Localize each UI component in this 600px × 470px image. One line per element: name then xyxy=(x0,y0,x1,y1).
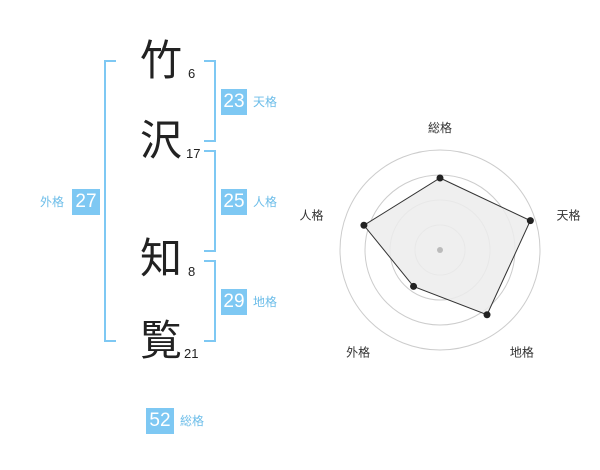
gaikaku-label: 外格 xyxy=(40,195,65,209)
radar-point-3 xyxy=(483,311,491,319)
radar-axis-label: 人格 xyxy=(300,207,323,222)
radar-point-5 xyxy=(360,221,368,229)
radar-point-4 xyxy=(410,282,418,290)
tenkaku-bracket xyxy=(204,60,216,142)
gaikaku-value-badge: 27 xyxy=(72,189,100,215)
radar-center-dot xyxy=(437,247,443,253)
stroke-count-2: 17 xyxy=(186,146,201,161)
chikaku-label: 地格 xyxy=(253,295,278,309)
stroke-count-4: 21 xyxy=(184,346,199,361)
jinkaku-label: 人格 xyxy=(253,195,278,209)
radar-axis-label: 地格 xyxy=(510,345,534,360)
jinkaku-value-badge: 25 xyxy=(221,189,247,215)
chikaku-value-badge: 29 xyxy=(221,289,247,315)
radar-axis-label: 総格 xyxy=(428,120,452,135)
name-char-2: 沢 xyxy=(140,116,183,165)
radar-grid-ring xyxy=(339,149,541,351)
name-char-4: 覧 xyxy=(140,316,183,365)
radar-axis-label: 天格 xyxy=(557,207,581,222)
stroke-count-3: 8 xyxy=(188,264,196,279)
stroke-count-1: 6 xyxy=(188,66,196,81)
radar-axis-label: 外格 xyxy=(346,345,370,360)
name-char-3: 知 xyxy=(140,234,183,283)
gaikaku-bracket xyxy=(104,60,116,342)
chikaku-bracket xyxy=(204,260,216,342)
jinkaku-bracket xyxy=(204,150,216,252)
radar-series-polygon xyxy=(363,177,532,316)
tenkaku-value-badge: 23 xyxy=(221,89,247,115)
soukaku-value-badge: 52 xyxy=(146,408,174,434)
tenkaku-label: 天格 xyxy=(253,95,278,109)
name-char-1: 竹 xyxy=(140,36,183,85)
soukaku-label: 総格 xyxy=(180,414,205,428)
radar-point-2 xyxy=(526,217,534,225)
radar-point-1 xyxy=(436,174,444,182)
